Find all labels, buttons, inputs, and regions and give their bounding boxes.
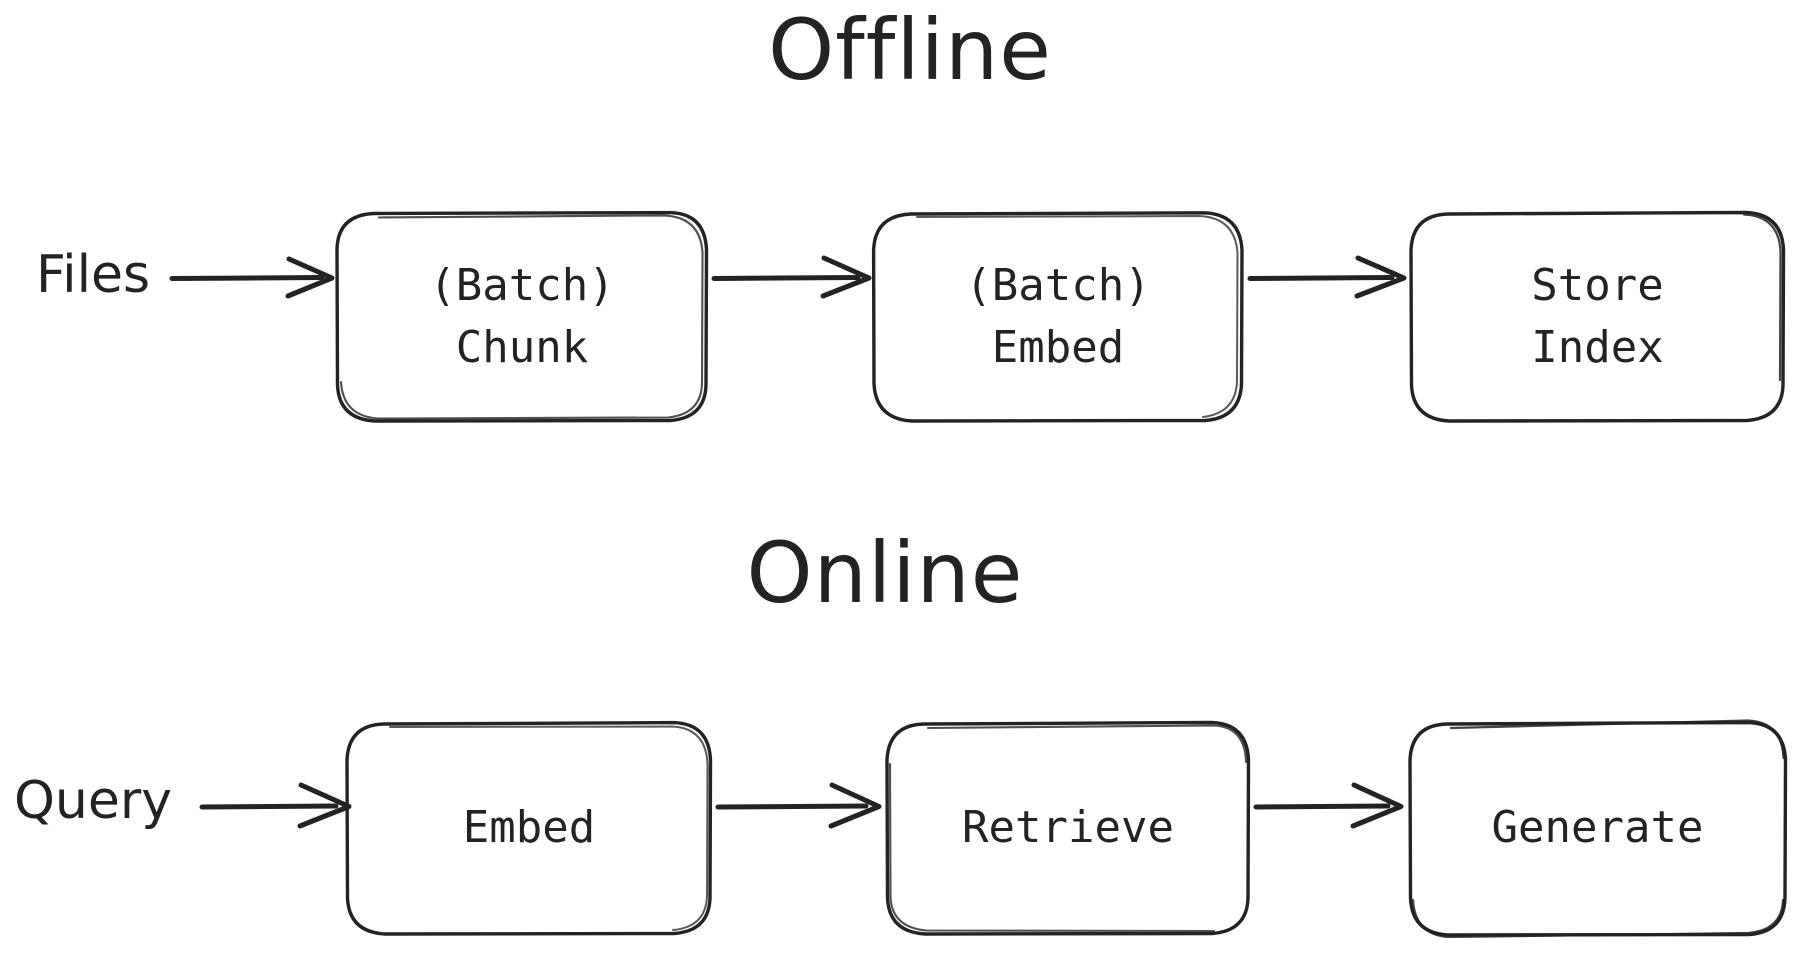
arrow-embed-to-store	[1247, 255, 1407, 299]
node-store-index-line2: Index	[1531, 321, 1664, 373]
node-retrieve[interactable]: Retrieve	[884, 720, 1252, 936]
arrow-query-to-embed	[199, 782, 352, 829]
arrow-chunk-to-embed	[711, 255, 872, 299]
node-embed-line1: Embed	[462, 802, 596, 853]
arrow-embed-to-retrieve	[715, 782, 882, 829]
node-batch-chunk-text: (Batch) Chunk	[429, 255, 614, 379]
node-batch-embed[interactable]: (Batch) Embed	[870, 210, 1246, 423]
section-title-online: Online	[746, 524, 1024, 622]
section-title-offline: Offline	[768, 1, 1052, 99]
input-label-files: Files	[36, 245, 151, 305]
node-batch-embed-line2: Embed	[991, 321, 1125, 373]
node-batch-embed-text: (Batch) Embed	[965, 255, 1150, 379]
node-embed[interactable]: Embed	[344, 720, 714, 936]
arrow-retrieve-to-generate	[1253, 782, 1404, 829]
arrow-files-to-chunk	[169, 256, 335, 299]
node-batch-chunk-line1: (Batch)	[429, 259, 615, 311]
node-store-index[interactable]: Store Index	[1408, 210, 1787, 423]
node-generate[interactable]: Generate	[1405, 718, 1790, 938]
node-store-index-line1: Store	[1531, 259, 1664, 311]
node-store-index-text: Store Index	[1531, 255, 1663, 379]
node-retrieve-line1: Retrieve	[962, 802, 1174, 853]
node-batch-chunk-line2: Chunk	[455, 321, 589, 373]
node-generate-line1: Generate	[1491, 802, 1704, 853]
node-embed-text: Embed	[463, 797, 595, 859]
node-batch-embed-line1: (Batch)	[965, 259, 1151, 311]
node-retrieve-text: Retrieve	[962, 797, 1174, 859]
node-generate-text: Generate	[1492, 797, 1704, 859]
input-label-query: Query	[14, 771, 173, 831]
node-batch-chunk[interactable]: (Batch) Chunk	[334, 210, 710, 423]
